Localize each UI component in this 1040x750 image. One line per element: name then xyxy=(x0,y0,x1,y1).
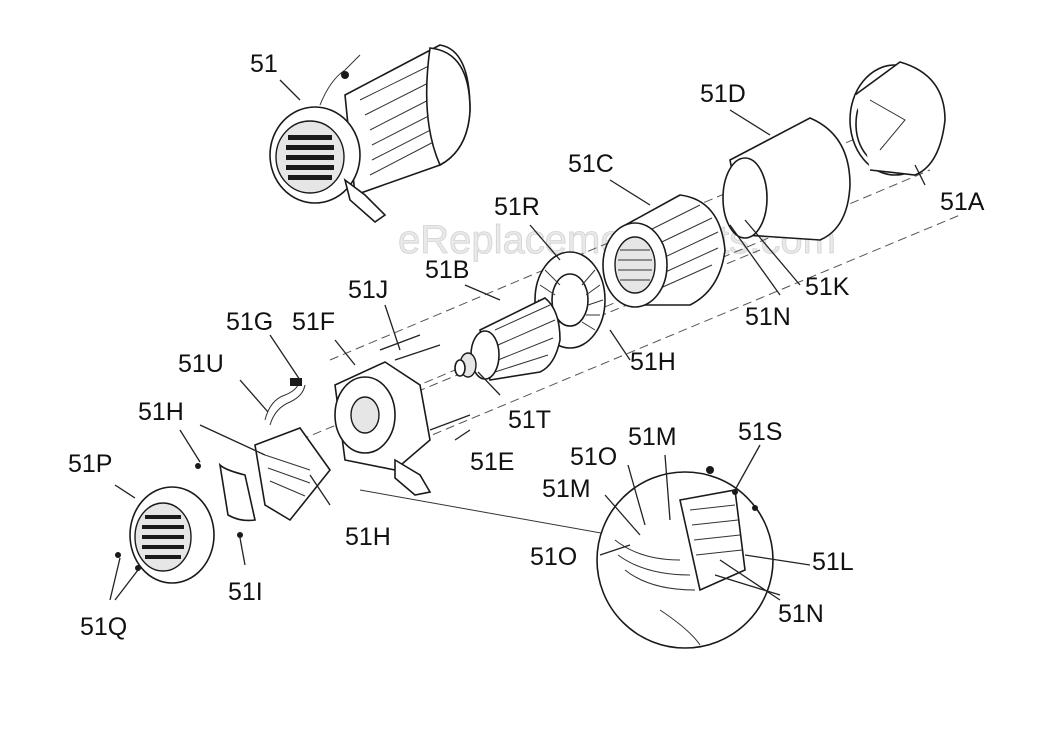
label-51O-b: 51O xyxy=(530,543,577,571)
label-51U: 51U xyxy=(178,350,224,378)
label-51Q: 51Q xyxy=(80,613,127,641)
parts-51U-51G-wiring xyxy=(264,378,306,426)
part-51T-shaft-end xyxy=(454,352,477,378)
label-51K: 51K xyxy=(805,273,850,301)
label-51O-a: 51O xyxy=(570,443,617,471)
label-51F: 51F xyxy=(292,308,335,336)
label-51C: 51C xyxy=(568,150,614,178)
label-51A: 51A xyxy=(940,188,985,216)
parts-51E-51J-bolts xyxy=(379,334,471,431)
leader-lines xyxy=(109,79,926,601)
label-51H-bottom: 51H xyxy=(345,523,391,551)
label-51D: 51D xyxy=(700,80,746,108)
label-51P: 51P xyxy=(68,450,112,478)
part-51B-rotor xyxy=(470,297,561,381)
part-51P-end-cover xyxy=(129,486,215,584)
label-51M-b: 51M xyxy=(542,475,591,503)
part-51I-brush-cover xyxy=(195,427,332,538)
label-51G: 51G xyxy=(226,308,273,336)
label-51E: 51E xyxy=(470,448,514,476)
label-51S: 51S xyxy=(738,418,782,446)
part-51C-stator xyxy=(602,194,726,308)
part-51Q-screws xyxy=(115,552,141,571)
label-51T: 51T xyxy=(508,406,551,434)
part-labels: 51 51A 51B 51C 51D 51E 51F 51G 51H 51H 5… xyxy=(68,50,985,641)
label-51H-left: 51H xyxy=(138,398,184,426)
terminal-detail-circle xyxy=(596,466,774,649)
label-51I: 51I xyxy=(228,578,263,606)
part-51F-front-housing xyxy=(334,361,432,496)
label-51L: 51L xyxy=(812,548,854,576)
label-51J: 51J xyxy=(348,276,388,304)
label-51M-a: 51M xyxy=(628,423,677,451)
label-51B: 51B xyxy=(425,256,469,284)
part-51A-end-ring xyxy=(849,61,946,176)
label-51N-top: 51N xyxy=(745,303,791,331)
label-51: 51 xyxy=(250,50,278,78)
label-51N-bottom: 51N xyxy=(778,600,824,628)
part-51D-cylinder-cover xyxy=(722,117,851,241)
part-51-generator-assembly xyxy=(269,44,471,224)
label-51H-top: 51H xyxy=(630,348,676,376)
label-51R: 51R xyxy=(494,193,540,221)
